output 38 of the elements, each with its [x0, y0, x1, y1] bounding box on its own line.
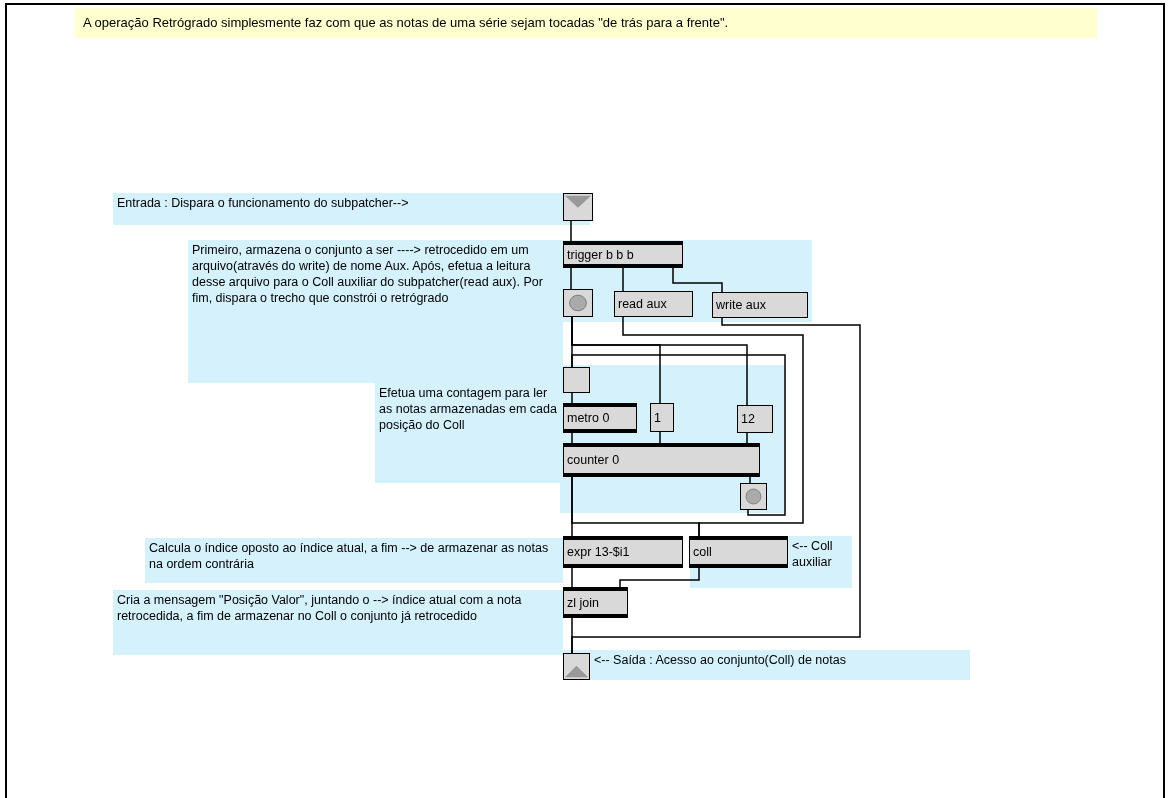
object-label: counter 0 [563, 443, 760, 477]
outlet-icon [563, 653, 590, 680]
comment-text: Entrada : Dispara o funcionamento do subpatcher--> [113, 193, 563, 225]
bang-icon [740, 483, 767, 510]
patch-cord [570, 267, 572, 290]
comment-text: Calcula o índice oposto ao índice atual, a fim --> de armazenar as notas na ordem contrária [145, 538, 563, 583]
note-text: A operação Retrógrado simplesmente faz com que as notas de uma série sejam tocadas "de trás para a frente". [75, 8, 1097, 38]
patch-cord [571, 392, 573, 404]
object-label: expr 13-$i1 [563, 536, 683, 568]
patch-cord [571, 617, 573, 654]
patch-cord [571, 316, 748, 406]
patch-cord [749, 476, 751, 484]
comment-text: <-- Saída : Acesso ao conjunto(Coll) de notas [590, 650, 970, 680]
patch-cord [571, 567, 573, 588]
patch-cord [571, 476, 700, 537]
object-label: coll [689, 536, 788, 568]
object-label: metro 0 [563, 403, 637, 433]
patch-cord [571, 432, 573, 444]
comment-text: <-- Coll auxiliar [788, 536, 852, 588]
patch-cord [746, 432, 748, 444]
message-label: 12 [737, 405, 773, 433]
patch-cord [672, 267, 723, 293]
object-label: trigger b b b [563, 241, 683, 268]
patch-cord [622, 267, 624, 292]
patch-cord [571, 354, 786, 516]
toggle-icon [563, 367, 590, 393]
message-label: write aux [712, 292, 808, 318]
comment-text: Efetua uma contagem para ler as notas armazenadas em cada posição do Coll [375, 383, 562, 483]
comment-text: Primeiro, armazena o conjunto a ser ----> retrocedido em um arquivo(através do write) de nome Aux. Após, efetua a leitura desse arquivo para o Coll auxiliar do subpatcher(read aux). Por fim, dispara o trecho que constrói o retrógrado [188, 240, 563, 383]
patch-cord [619, 567, 700, 588]
bang-icon [563, 289, 593, 317]
object-label: zl join [563, 587, 628, 618]
patch-cord [570, 220, 572, 242]
comment-text: Cria a mensagem "Posição Valor", juntando o --> índice atual com a nota retrocedida, a fim de armazenar no Coll o conjunto já retrocedido [113, 590, 563, 655]
message-label: 1 [650, 403, 674, 432]
message-label: read aux [614, 291, 693, 317]
inlet-icon [563, 193, 593, 221]
patch-cord [659, 431, 661, 444]
